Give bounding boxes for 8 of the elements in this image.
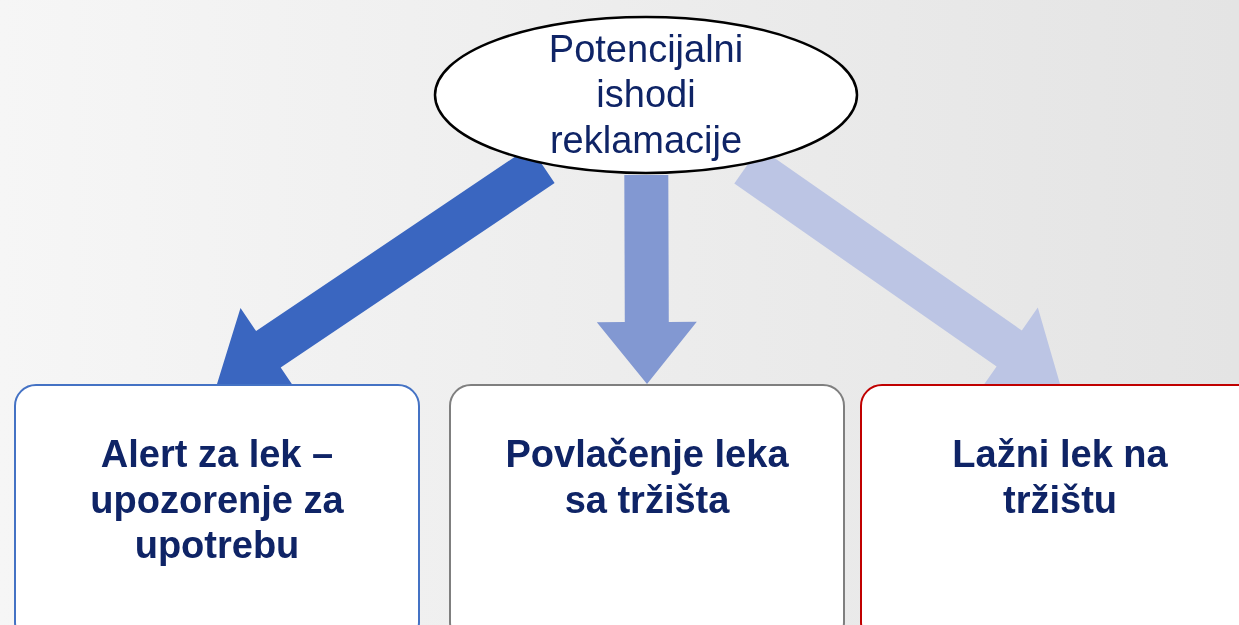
outcome-label: Povlačenje leka sa tržišta [504,432,790,523]
outcome-label: Lažni lek na tržištu [951,432,1169,523]
ellipse-label: Potencijalni ishodi reklamacije [547,26,745,163]
outcome-box [14,384,420,625]
block-arrow [596,174,697,384]
outcome-label: Alert za lek – upozorenje za upotrebu [89,432,345,569]
outcome-box [449,384,845,625]
outcome-box [860,384,1239,625]
